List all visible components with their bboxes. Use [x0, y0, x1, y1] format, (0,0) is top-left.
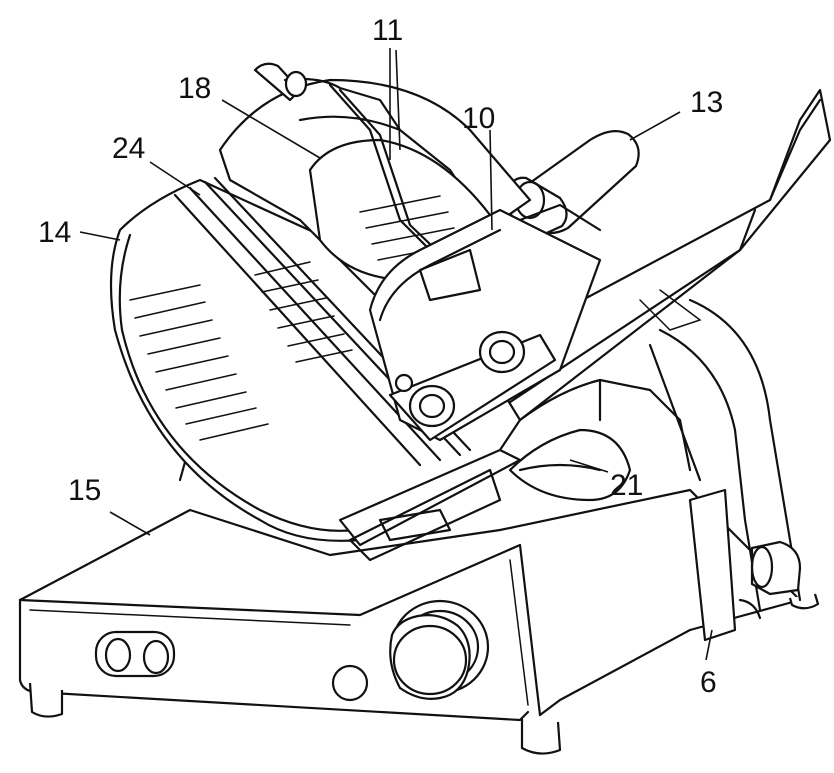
blade-guard: [109, 176, 522, 542]
label-11: 11: [372, 14, 403, 47]
leader-lines: [79, 48, 713, 661]
label-13: 13: [690, 86, 723, 119]
label-10: 10: [462, 102, 495, 135]
label-15: 15: [68, 474, 101, 507]
label-18: 18: [178, 72, 211, 105]
vent-slots-left: [129, 284, 269, 441]
lower-plate: [338, 428, 632, 562]
gauge-plate: [368, 208, 602, 442]
part-labels: 11 18 10 13 24 14 15 21 6: [38, 14, 723, 699]
support-column: [648, 298, 802, 642]
vent-slots-right: [254, 261, 353, 363]
front-controls: [94, 599, 490, 702]
base-feet: [28, 593, 820, 755]
label-14: 14: [38, 216, 71, 249]
label-21: 21: [610, 469, 643, 502]
label-24: 24: [112, 132, 145, 165]
label-6: 6: [700, 666, 717, 699]
